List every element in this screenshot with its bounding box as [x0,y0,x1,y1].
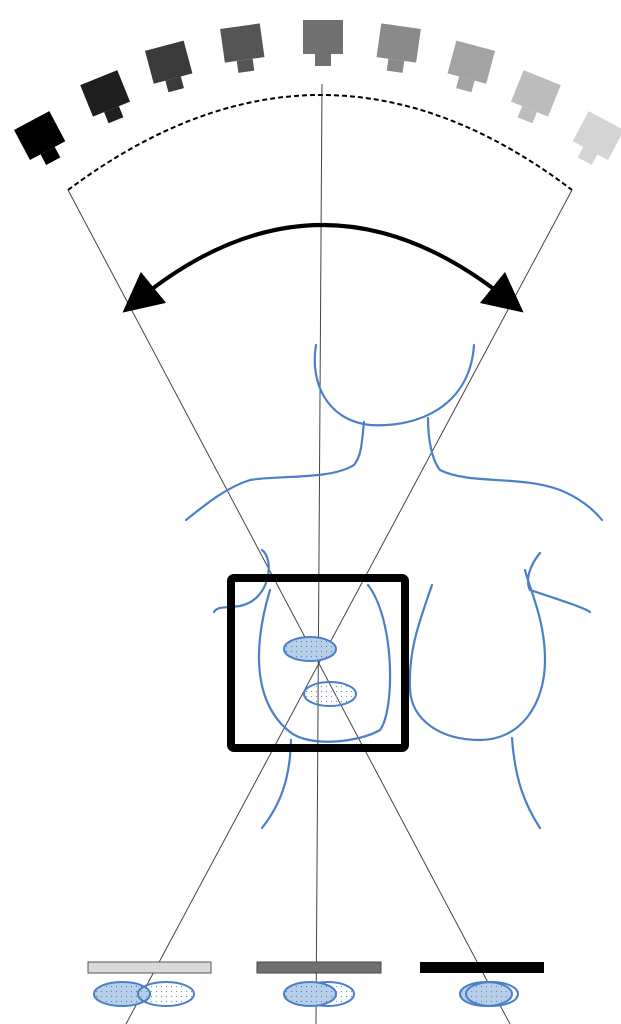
detector-plate [256,961,382,974]
beam-lines [67,83,573,1024]
xray-source-array [14,20,621,165]
detector-plate [87,961,212,974]
lesion-upper [283,636,337,662]
sweep-arrow [122,223,524,313]
xray-source-icon [80,70,131,124]
xray-source-icon [144,40,193,93]
projection-lesion-upper [283,981,337,1007]
detector-plate [420,962,544,973]
beam-line-center [315,83,323,1024]
lesion-lower [303,681,357,707]
detector-left [87,961,212,1007]
xray-source-icon [14,111,66,165]
detector-center [256,961,382,1007]
xray-source-icon [447,40,496,93]
xray-source-icon [510,70,561,124]
xray-source-icon [220,23,265,73]
projection-lesion-lower [137,981,195,1007]
region-of-interest-frame [227,574,409,752]
source-trajectory-arc [67,94,573,191]
beam-line-right [125,189,573,1024]
xray-source-icon [303,20,343,66]
beam-line-left [67,189,511,1024]
body-outline [184,343,604,830]
xray-source-icon [376,23,421,73]
projection-lesion-lower [465,981,519,1007]
xray-source-icon [572,111,621,165]
detector-right [420,962,544,1007]
